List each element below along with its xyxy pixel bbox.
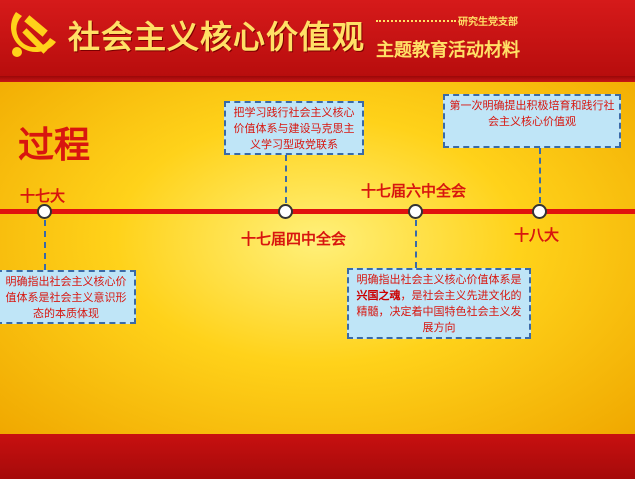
event-text: ，是社会主义先进文化的精髓，决定着中国特色社会主义发展方向 — [356, 289, 522, 334]
org-name: 研究生党支部 — [458, 17, 518, 28]
timeline-node — [532, 204, 547, 219]
main-title: 社会主义核心价值观 — [68, 18, 366, 56]
timeline-node — [278, 204, 293, 219]
event-connector — [44, 220, 46, 270]
hammer-sickle-icon — [10, 12, 56, 57]
event-connector — [539, 148, 541, 203]
timeline-node — [408, 204, 423, 219]
event-label-17th-congress: 十七大 — [20, 187, 66, 205]
footer-bar — [0, 434, 635, 479]
event-text: 明确指出社会主义核心价值体系是社会主义意识形态的本质体现 — [5, 275, 127, 320]
event-text: 明确指出社会主义核心价值体系是 — [356, 273, 522, 286]
event-text: 把学习践行社会主义核心价值体系与建设马克思主义学习型政党联系 — [233, 106, 355, 151]
event-box-4th-plenary: 把学习践行社会主义核心价值体系与建设马克思主义学习型政党联系 — [224, 101, 364, 155]
event-box-18th-congress: 第一次明确提出积极培育和践行社会主义核心价值观 — [443, 94, 621, 148]
event-label-6th-plenary: 十七届六中全会 — [361, 182, 467, 200]
event-label-4th-plenary: 十七届四中全会 — [241, 230, 347, 248]
timeline-node — [37, 204, 52, 219]
section-title: 过程 — [18, 125, 91, 166]
event-connector — [285, 155, 287, 203]
title-divider-dots — [376, 20, 456, 22]
header-bar: 社会主义核心价值观 研究生党支部 主题教育活动材料 — [0, 0, 635, 76]
event-box-17th-congress: 明确指出社会主义核心价值体系是社会主义意识形态的本质体现 — [0, 270, 136, 324]
event-highlight: 兴国之魂 — [356, 289, 401, 302]
header-band — [0, 76, 635, 82]
event-text: 第一次明确提出积极培育和践行社会主义核心价值观 — [449, 99, 615, 128]
timeline-axis — [0, 209, 635, 214]
event-label-18th-congress: 十八大 — [514, 226, 560, 244]
subtitle: 主题教育活动材料 — [376, 40, 520, 61]
event-box-6th-plenary: 明确指出社会主义核心价值体系是兴国之魂，是社会主义先进文化的精髓，决定着中国特色… — [347, 268, 531, 339]
event-connector — [415, 220, 417, 268]
